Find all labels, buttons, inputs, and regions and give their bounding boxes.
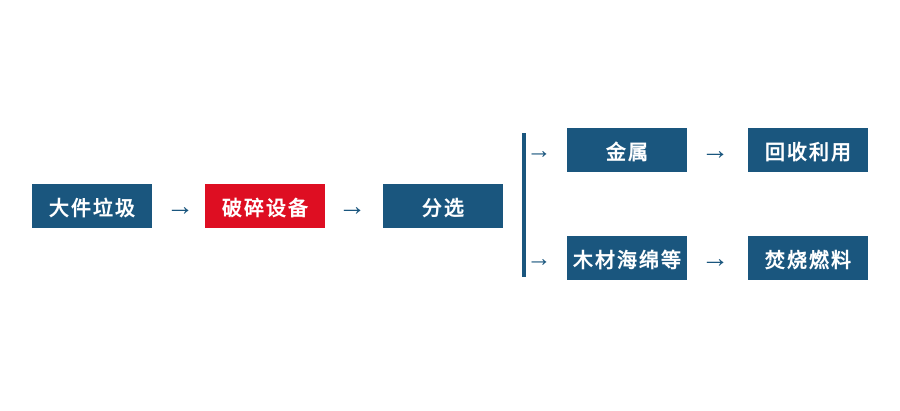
right-arrow-icon: →: [166, 190, 194, 221]
node-recycling: 回收利用: [748, 128, 868, 172]
node-sorting: 分选: [383, 184, 503, 228]
node-incineration-fuel: 焚烧燃料: [748, 236, 868, 280]
branch-bracket-line: [522, 133, 526, 277]
right-arrow-icon: →: [701, 134, 729, 165]
node-metal: 金属: [567, 128, 687, 172]
branch-right-arrow-icon: →: [526, 243, 552, 272]
node-crushing-equipment: 破碎设备: [205, 184, 325, 228]
node-wood-sponge: 木材海绵等: [567, 236, 687, 280]
right-arrow-icon: →: [701, 242, 729, 273]
right-arrow-icon: →: [338, 190, 366, 221]
branch-right-arrow-icon: →: [526, 135, 552, 164]
node-bulky-waste: 大件垃圾: [32, 184, 152, 228]
